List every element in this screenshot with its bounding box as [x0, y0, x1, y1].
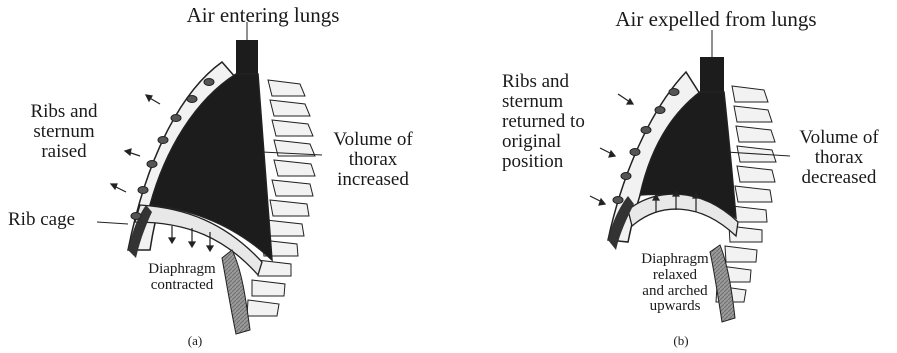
volume-increased-label: Volume of thorax increased: [318, 130, 428, 190]
ribs-returned-label: Ribs and sternum returned to original po…: [502, 72, 622, 172]
trachea-b: [700, 57, 724, 97]
caption-b: (b): [666, 334, 696, 348]
diaphragm-contracted-label: Diaphragm contracted: [126, 262, 238, 294]
volume-decreased-label: Volume of thorax decreased: [784, 128, 894, 188]
panel-b-title: Air expelled from lungs: [596, 8, 836, 30]
panel-a-title: Air entering lungs: [168, 4, 358, 26]
diaphragm-relaxed-label: Diaphragm relaxed and arched upwards: [620, 252, 730, 315]
rib-cage-label: Rib cage: [8, 210, 75, 230]
trachea-a: [236, 40, 258, 75]
ribs-raised-label: Ribs and sternum raised: [14, 102, 114, 162]
caption-a: (a): [180, 334, 210, 348]
rib-cage-pointer: [97, 222, 128, 224]
